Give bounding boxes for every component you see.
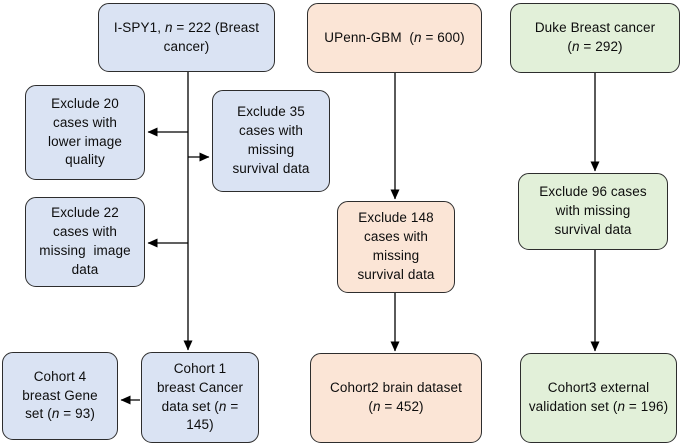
box-cohort3-external-validation-set: Cohort3 external validation set (n = 196… [520,353,677,443]
box-cohort3-label: Cohort3 external validation set (n = 196… [528,380,669,414]
box-exclude-148-missing-survival: Exclude 148 cases with missing survival … [337,201,455,293]
box-exclude-148-label: Exclude 148 cases with missing survival … [357,210,435,282]
box-exclude-96-missing-survival: Exclude 96 cases with missing survival d… [518,173,668,250]
box-exclude-35-missing-survival: Exclude 35 cases with missing survival d… [212,90,330,192]
box-exclude-22-missing-image: Exclude 22 cases with missing image data [25,197,145,287]
box-cohort1-label: Cohort 1 breast Cancer data set (n = 145… [156,360,244,433]
box-exclude-20-label: Exclude 20 cases with lower image qualit… [48,95,122,168]
box-exclude-96-label: Exclude 96 cases with missing survival d… [539,184,647,237]
box-duke-label: Duke Breast cancer (n = 292) [534,20,656,54]
box-duke-breast-cancer-source: Duke Breast cancer (n = 292) [510,3,680,73]
box-upenn-gbm-source: UPenn-GBM (n = 600) [307,3,482,73]
box-exclude-35-label: Exclude 35 cases with missing survival d… [232,104,310,176]
box-ispy1-source-label: I-SPY1, n = 222 (Breast cancer) [113,19,260,54]
box-ispy1-source: I-SPY1, n = 222 (Breast cancer) [98,3,275,72]
box-upenn-gbm-label: UPenn-GBM (n = 600) [324,29,465,45]
box-exclude-20-lower-image-quality: Exclude 20 cases with lower image qualit… [25,85,145,180]
box-cohort4-label: Cohort 4 breast Gene set (n = 93) [22,368,98,422]
box-exclude-22-label: Exclude 22 cases with missing image data [39,205,131,277]
box-cohort4-breast-gene-set: Cohort 4 breast Gene set (n = 93) [2,352,118,440]
box-cohort2-label: Cohort2 brain dataset (n = 452) [330,380,462,414]
box-cohort2-brain-dataset: Cohort2 brain dataset (n = 452) [310,353,482,443]
box-cohort1-breast-cancer-dataset: Cohort 1 breast Cancer data set (n = 145… [141,352,259,443]
